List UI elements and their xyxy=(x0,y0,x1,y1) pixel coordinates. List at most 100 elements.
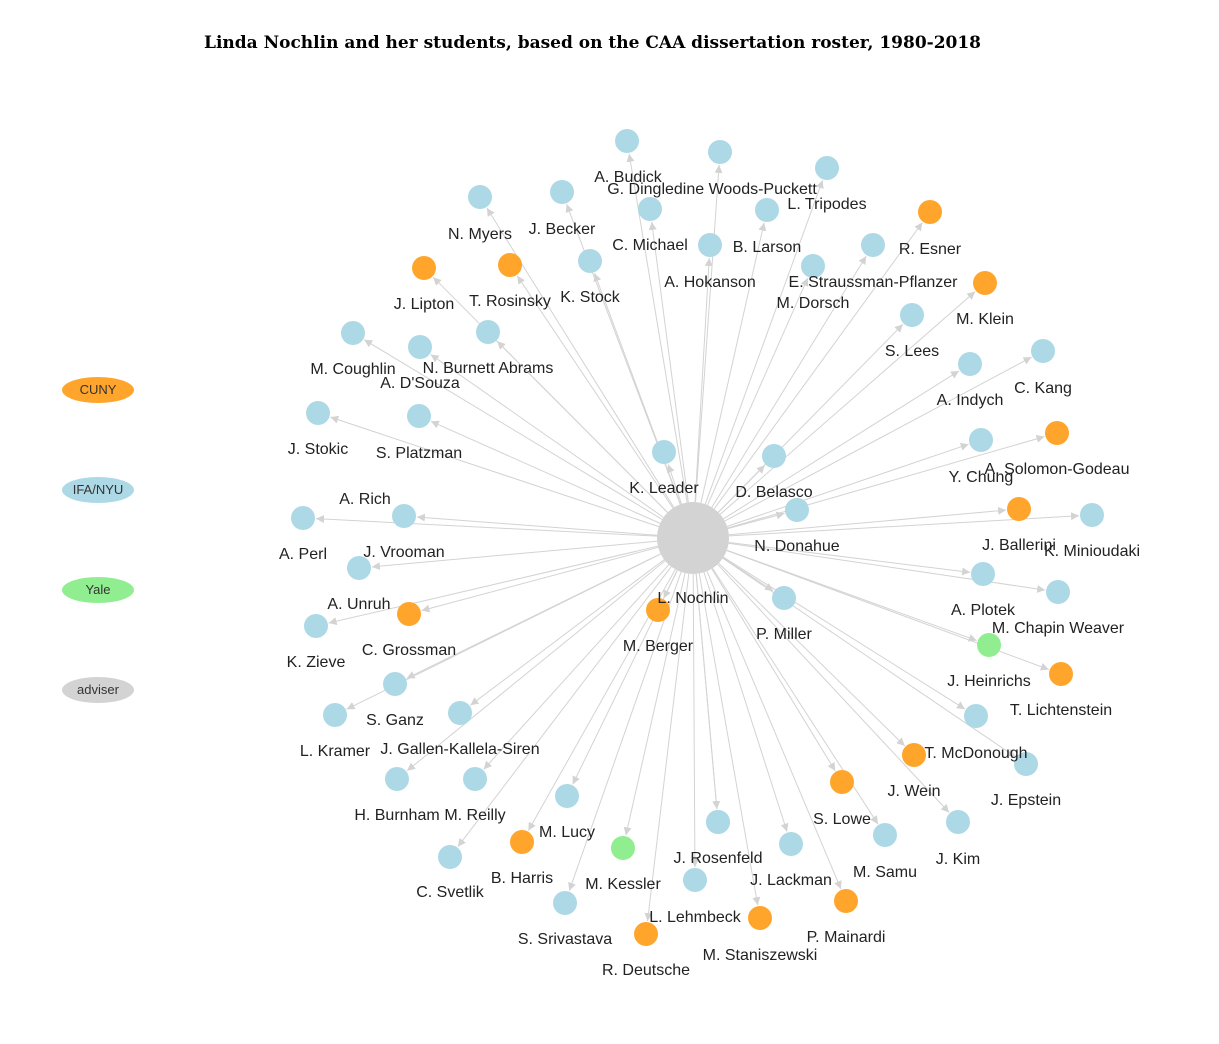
edge xyxy=(706,570,842,890)
student-node[interactable] xyxy=(1045,421,1069,445)
student-node[interactable] xyxy=(578,249,602,273)
student-node[interactable] xyxy=(830,770,854,794)
student-label: D. Belasco xyxy=(735,484,812,501)
student-node[interactable] xyxy=(347,556,371,580)
student-node[interactable] xyxy=(407,404,431,428)
student-node[interactable] xyxy=(615,129,639,153)
student-node[interactable] xyxy=(385,767,409,791)
student-node[interactable] xyxy=(412,256,436,280)
student-node[interactable] xyxy=(708,140,732,164)
edge xyxy=(719,291,976,515)
edge xyxy=(711,255,867,508)
adviser-node[interactable] xyxy=(657,502,729,574)
legend-swatch-yale xyxy=(62,577,134,603)
student-label: Y. Chung xyxy=(949,469,1014,486)
edge xyxy=(593,273,681,505)
student-node[interactable] xyxy=(815,156,839,180)
student-node[interactable] xyxy=(755,198,779,222)
student-node[interactable] xyxy=(834,889,858,913)
student-node[interactable] xyxy=(801,254,825,278)
edge xyxy=(568,571,682,891)
student-node[interactable] xyxy=(553,891,577,915)
student-node[interactable] xyxy=(973,271,997,295)
edge xyxy=(728,542,1046,593)
student-label: K. Minioudaki xyxy=(1044,543,1140,560)
student-node[interactable] xyxy=(476,320,500,344)
edge xyxy=(711,568,836,772)
student-node[interactable] xyxy=(448,701,472,725)
student-node[interactable] xyxy=(1046,580,1070,604)
student-label: J. Becker xyxy=(529,221,596,238)
student-node[interactable] xyxy=(900,303,924,327)
student-node[interactable] xyxy=(510,830,534,854)
student-node[interactable] xyxy=(748,906,772,930)
student-node[interactable] xyxy=(971,562,995,586)
student-node[interactable] xyxy=(304,614,328,638)
student-node[interactable] xyxy=(438,845,462,869)
student-node[interactable] xyxy=(683,868,707,892)
student-node[interactable] xyxy=(498,253,522,277)
student-node[interactable] xyxy=(408,335,432,359)
student-node[interactable] xyxy=(611,836,635,860)
student-node[interactable] xyxy=(762,444,786,468)
student-node[interactable] xyxy=(634,922,658,946)
student-node[interactable] xyxy=(463,767,487,791)
student-node[interactable] xyxy=(861,233,885,257)
edge xyxy=(722,557,1016,758)
student-node[interactable] xyxy=(779,832,803,856)
legend-label: CUNY xyxy=(80,382,117,397)
student-node[interactable] xyxy=(772,586,796,610)
student-label: J. Kim xyxy=(936,851,980,868)
edge xyxy=(694,257,713,503)
student-node[interactable] xyxy=(977,633,1001,657)
edge xyxy=(315,515,658,537)
student-label: T. Lichtenstein xyxy=(1010,702,1112,719)
student-node[interactable] xyxy=(1014,752,1038,776)
edge xyxy=(717,464,766,513)
student-node[interactable] xyxy=(397,602,421,626)
student-node[interactable] xyxy=(323,703,347,727)
student-node[interactable] xyxy=(291,506,315,530)
edge xyxy=(695,164,723,503)
student-node[interactable] xyxy=(306,401,330,425)
student-node[interactable] xyxy=(550,180,574,204)
student-node[interactable] xyxy=(873,823,897,847)
student-node[interactable] xyxy=(946,810,970,834)
student-node[interactable] xyxy=(555,784,579,808)
edge xyxy=(371,540,658,571)
student-node[interactable] xyxy=(383,672,407,696)
edge xyxy=(363,339,663,520)
student-node[interactable] xyxy=(1049,662,1073,686)
student-node[interactable] xyxy=(392,504,416,528)
student-node[interactable] xyxy=(652,440,676,464)
student-node[interactable] xyxy=(1007,497,1031,521)
edge xyxy=(421,546,659,613)
student-label: L. Tripodes xyxy=(787,196,866,213)
student-label: K. Leader xyxy=(629,480,699,497)
edge xyxy=(722,557,774,592)
student-label: N. Myers xyxy=(448,226,512,243)
student-node[interactable] xyxy=(1080,503,1104,527)
student-label: M. Lucy xyxy=(539,824,595,841)
student-node[interactable] xyxy=(785,498,809,522)
student-node[interactable] xyxy=(468,185,492,209)
student-label: T. McDonough xyxy=(924,745,1027,762)
student-node[interactable] xyxy=(698,233,722,257)
student-node[interactable] xyxy=(638,197,662,221)
student-node[interactable] xyxy=(341,321,365,345)
student-node[interactable] xyxy=(918,200,942,224)
student-label: S. Srivastava xyxy=(518,931,612,948)
student-node[interactable] xyxy=(706,810,730,834)
student-node[interactable] xyxy=(958,352,982,376)
edge xyxy=(666,464,682,505)
student-node[interactable] xyxy=(646,598,670,622)
student-node[interactable] xyxy=(1031,339,1055,363)
student-label: J. Epstein xyxy=(991,792,1061,809)
student-node[interactable] xyxy=(902,743,926,767)
student-node[interactable] xyxy=(969,428,993,452)
student-node[interactable] xyxy=(964,704,988,728)
student-label: J. Ballerini xyxy=(982,537,1056,554)
legend-swatch-ifanyu xyxy=(62,477,134,503)
